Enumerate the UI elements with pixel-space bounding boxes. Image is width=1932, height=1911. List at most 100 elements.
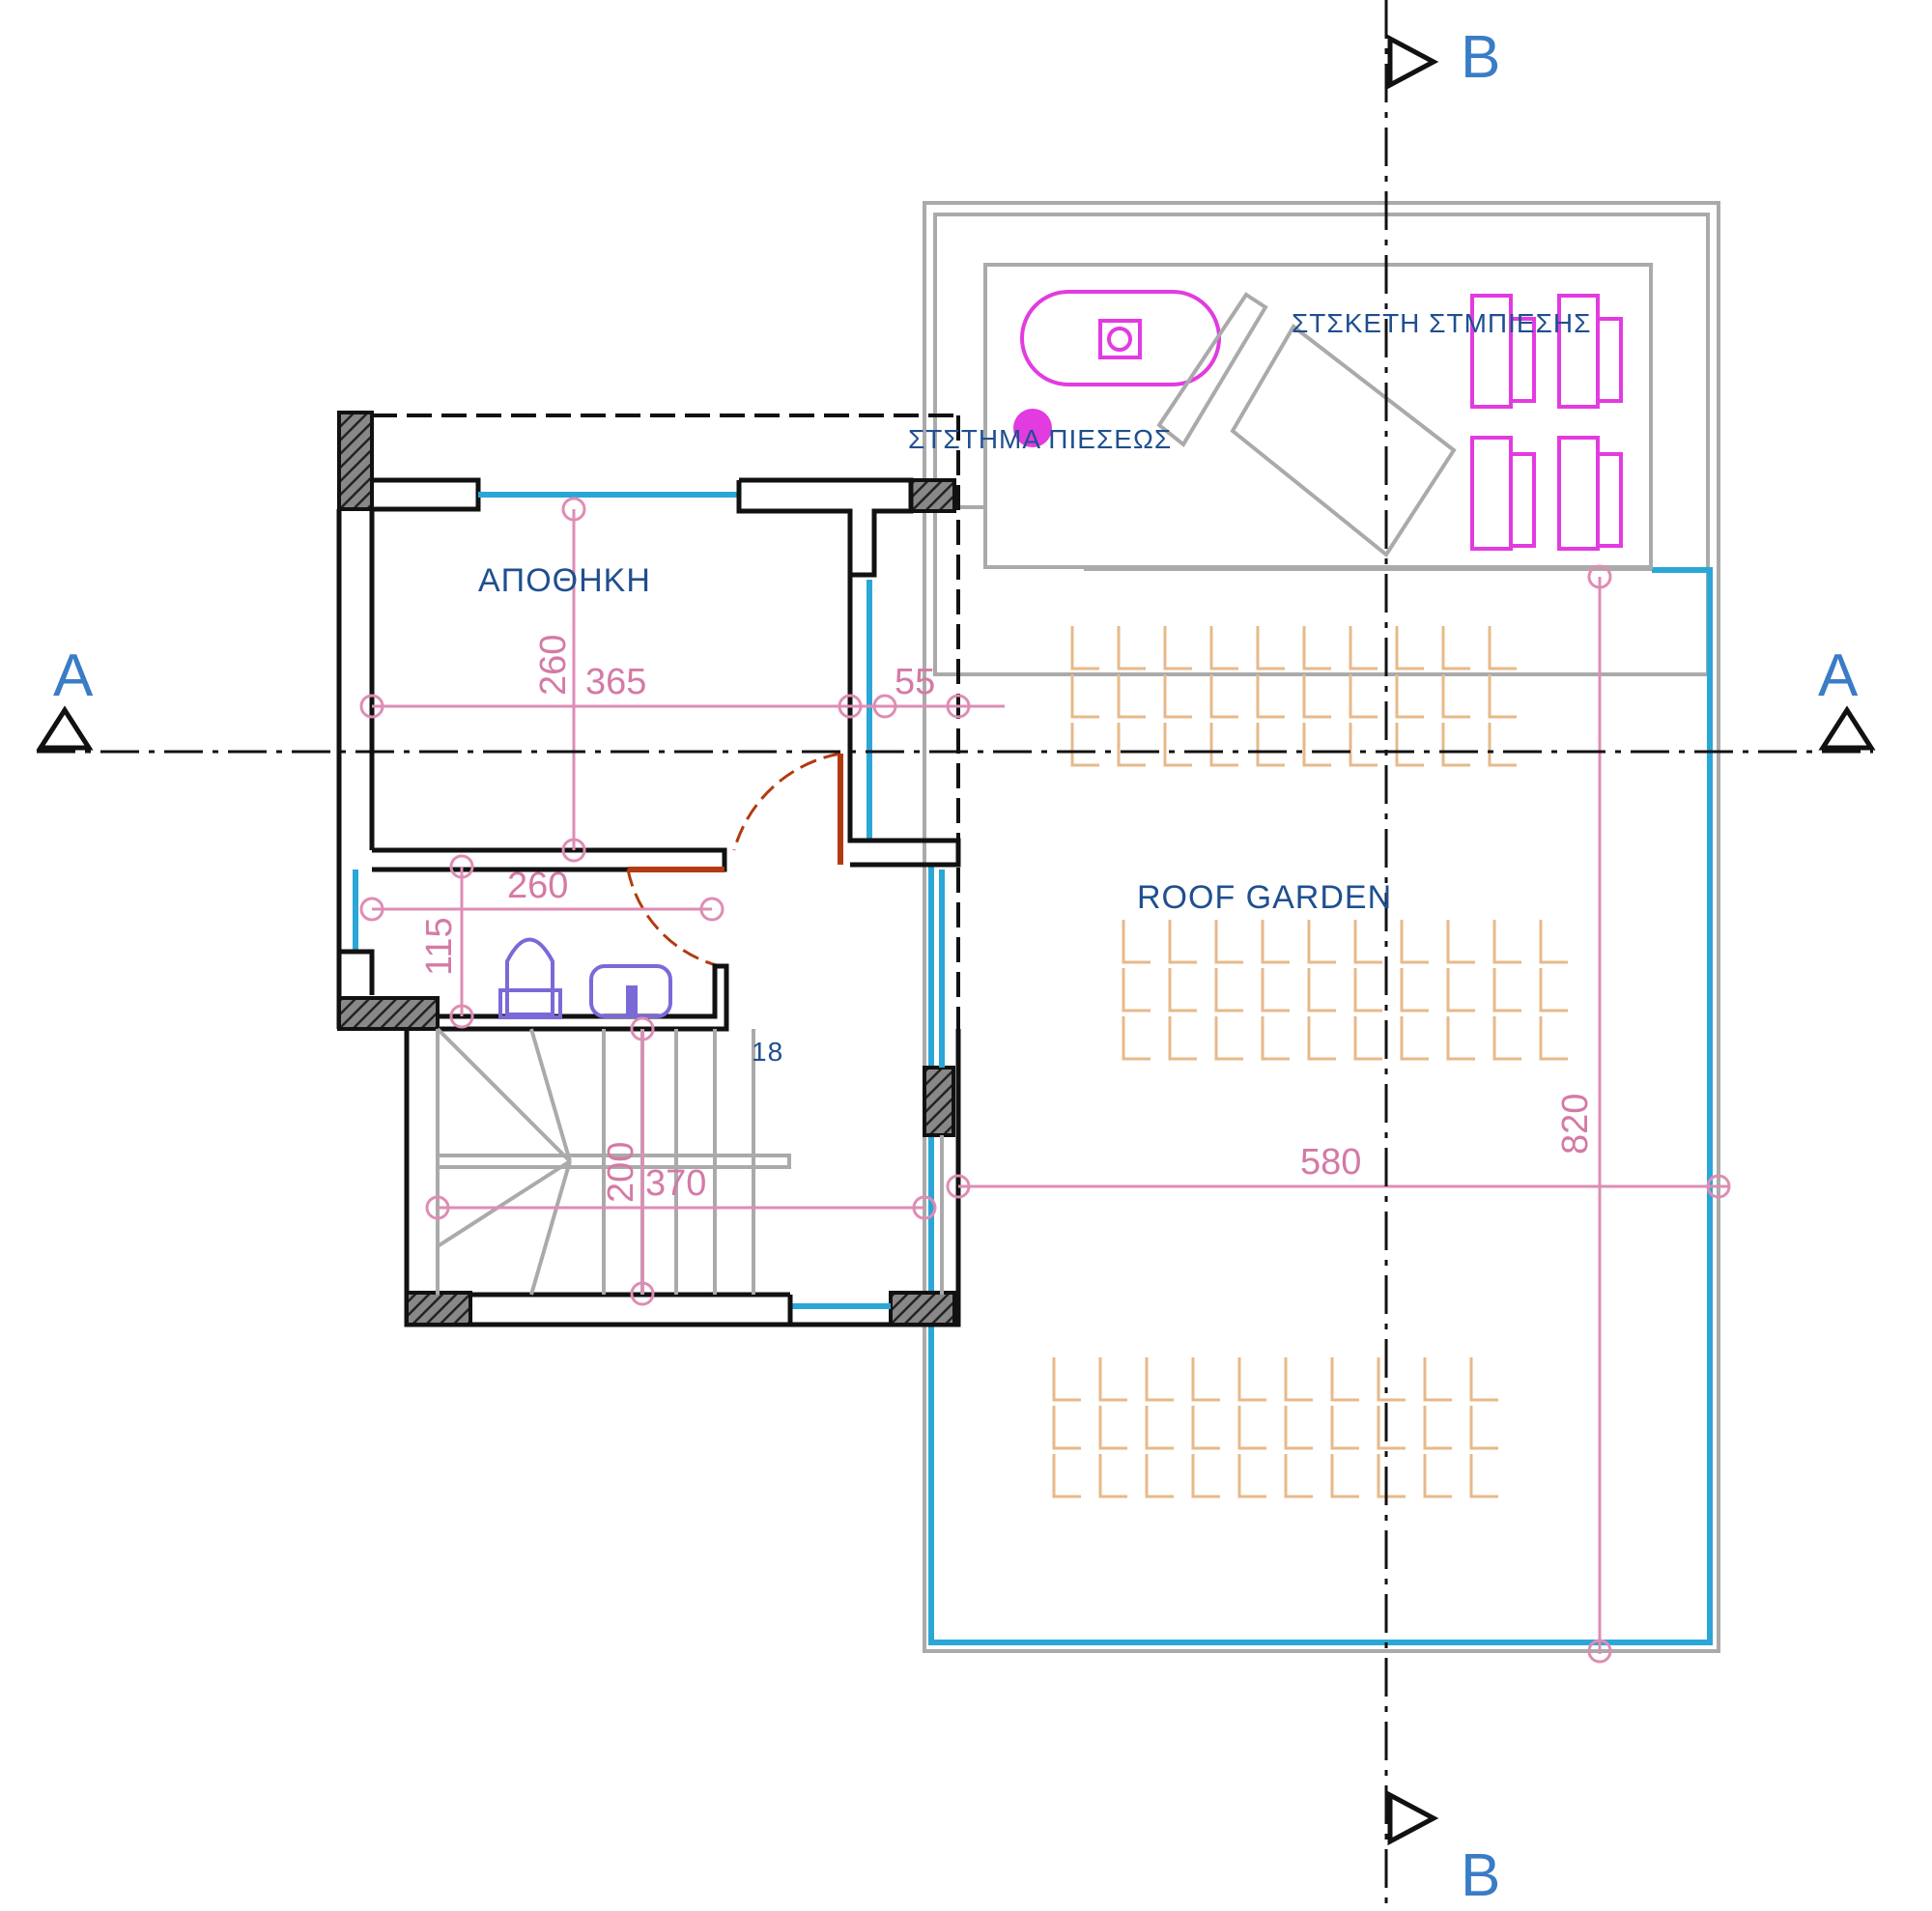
paving-tile — [1539, 968, 1568, 1013]
paving-tile — [1307, 1016, 1336, 1061]
paving-tile — [1191, 1357, 1220, 1402]
paving-tile — [1209, 626, 1238, 670]
toilet-icon — [498, 937, 562, 1019]
storage-room-walls — [336, 411, 961, 1029]
paving-tile — [1302, 626, 1331, 670]
staircase — [404, 870, 961, 1327]
paving-tile — [1377, 1357, 1406, 1402]
section-a-left-marker-icon — [36, 705, 94, 751]
paving-tile — [1070, 723, 1099, 767]
paving-tile — [1441, 626, 1470, 670]
stair-steps-label: 18 — [752, 1037, 783, 1067]
paving-tile — [1441, 723, 1470, 767]
paving-tile — [1377, 1406, 1406, 1450]
paving-tile — [1098, 1357, 1127, 1402]
roof-garden-label: ROOF GARDEN — [1137, 879, 1392, 916]
paving-tile — [1441, 674, 1470, 719]
paving-tile — [1214, 920, 1243, 964]
paving-tile — [1052, 1357, 1081, 1402]
solar-panel — [1156, 292, 1457, 557]
paving-tile — [1191, 1406, 1220, 1450]
paving-tile — [1261, 1016, 1290, 1061]
section-a-right-label: A — [1818, 642, 1859, 709]
mechanical-area — [956, 263, 1653, 569]
paving-tile — [1284, 1357, 1313, 1402]
paving-tile — [1168, 968, 1197, 1013]
paving-tile — [1122, 920, 1151, 964]
dim-garden-width: 580 — [1300, 1142, 1361, 1183]
paving-tile — [1400, 1016, 1429, 1061]
pressure-system-label: ΣΤΣΤΗΜΑ ΠΙΕΣΕΩΣ — [908, 424, 1172, 454]
paving-tile — [1353, 1016, 1382, 1061]
paving-tile — [1261, 920, 1290, 964]
paving-tile — [1446, 1016, 1475, 1061]
paving-tile — [1469, 1406, 1498, 1450]
paving-tile — [1284, 1406, 1313, 1450]
paving-tile — [1163, 626, 1192, 670]
paving-tile — [1488, 626, 1517, 670]
paving-tile — [1209, 723, 1238, 767]
dim-bath-depth: 115 — [419, 917, 460, 976]
bathroom-walls — [337, 870, 729, 1032]
paving-tile — [1214, 1016, 1243, 1061]
paving-tile — [1307, 968, 1336, 1013]
paving-tile — [1237, 1406, 1266, 1450]
paving-tile — [1117, 626, 1146, 670]
paving-tile — [1469, 1454, 1498, 1498]
paving-tile — [1145, 1454, 1174, 1498]
pressure-pump-icon — [1013, 409, 1052, 447]
solar-heater-label: ΣΤΣΚΕΤΗ ΣΤΜΠΙΕΣΗΣ — [1292, 308, 1591, 338]
paving-tile — [1539, 1016, 1568, 1061]
paving-tile — [1395, 674, 1424, 719]
paving-tile — [1488, 723, 1517, 767]
paving-tile — [1349, 723, 1378, 767]
paving-tile — [1492, 920, 1521, 964]
paving-tile — [1349, 626, 1378, 670]
paving-tile — [1122, 1016, 1151, 1061]
paving-tile — [1070, 674, 1099, 719]
paving-tile — [1302, 674, 1331, 719]
paving-tile — [1492, 968, 1521, 1013]
paving-tile — [1488, 674, 1517, 719]
paving-tile — [1423, 1454, 1452, 1498]
section-b-top-label: B — [1461, 24, 1500, 91]
paving-tile — [1209, 674, 1238, 719]
section-a-right-marker-icon — [1818, 705, 1876, 751]
paving-tile — [1117, 723, 1146, 767]
paving-tile — [1400, 920, 1429, 964]
paving-tile — [1168, 920, 1197, 964]
section-a-left-label: A — [53, 642, 94, 709]
paving-tile — [1052, 1454, 1081, 1498]
paving-tile — [1163, 723, 1192, 767]
paving-tile — [1353, 968, 1382, 1013]
section-b-bottom-label: B — [1461, 1842, 1500, 1909]
paving-tile — [1256, 626, 1285, 670]
paving-tile — [1395, 723, 1424, 767]
dim-bath-width: 260 — [507, 866, 568, 906]
paving-tile — [1145, 1406, 1174, 1450]
paving-tile — [1098, 1454, 1127, 1498]
paving-tile — [1446, 968, 1475, 1013]
paving-tile — [1302, 723, 1331, 767]
paving-tile — [1330, 1454, 1359, 1498]
dim-storage-depth: 260 — [533, 635, 574, 696]
paving-tile — [1256, 674, 1285, 719]
paving-tile — [1191, 1454, 1220, 1498]
paving-tile — [1330, 1406, 1359, 1450]
paving-tile — [1214, 968, 1243, 1013]
paving-tile — [1353, 920, 1382, 964]
paving-tile — [1052, 1406, 1081, 1450]
paving-tile — [1122, 968, 1151, 1013]
paving-tile — [1330, 1357, 1359, 1402]
paving-tile — [1395, 626, 1424, 670]
sink-icon — [589, 964, 672, 1018]
paving-tile — [1145, 1357, 1174, 1402]
paving-tile — [1070, 626, 1099, 670]
dim-storage-width: 365 — [585, 662, 646, 702]
paving-tile — [1400, 968, 1429, 1013]
paving-tile — [1446, 920, 1475, 964]
paving-tile — [1117, 674, 1146, 719]
paving-tile — [1307, 920, 1336, 964]
paving-tile — [1349, 674, 1378, 719]
